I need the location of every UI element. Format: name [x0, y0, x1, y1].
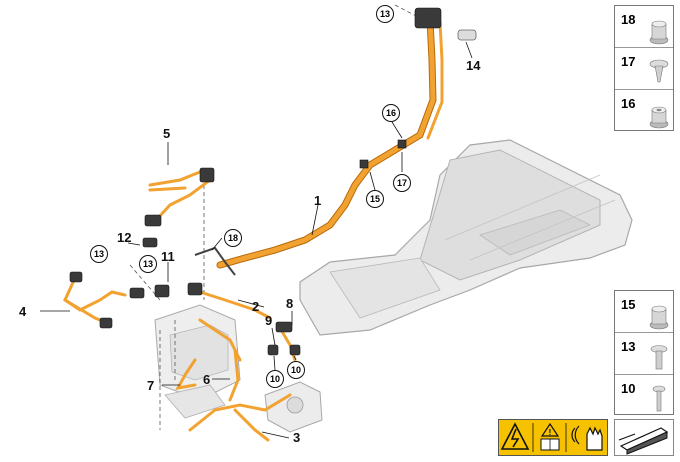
fastener-legend-top: 18 17 16 — [614, 5, 674, 131]
caution-icon — [540, 422, 560, 437]
flange-nut-icon — [649, 20, 669, 45]
circled-callout-10-b: 10 — [287, 361, 305, 379]
callout-8: 8 — [286, 296, 294, 311]
circled-callout-13-mid: 13 — [139, 255, 157, 273]
callout-5: 5 — [163, 126, 171, 141]
battery-housing — [299, 139, 633, 336]
legend-num: 10 — [621, 381, 636, 396]
callout-3: 3 — [293, 430, 301, 445]
callout-14: 14 — [466, 58, 481, 73]
glove-icon — [586, 426, 603, 451]
charger-unit — [154, 304, 241, 419]
connectors — [69, 7, 442, 356]
clip-14 — [457, 29, 477, 41]
callout-1: 1 — [314, 193, 322, 208]
circled-callout-15: 15 — [366, 190, 384, 208]
expanding-rivet-icon — [649, 59, 669, 83]
electric-shock-icon — [571, 425, 580, 445]
cable-harness-3 — [188, 393, 292, 442]
flange-nut-icon — [649, 305, 669, 330]
warning-icons: ! — [500, 422, 603, 452]
callout-9: 9 — [265, 313, 273, 328]
bracket-18 — [194, 246, 236, 276]
circled-callout-17: 17 — [393, 174, 411, 192]
svg-text:!: ! — [549, 428, 552, 437]
wedge-tool-icon — [618, 427, 669, 455]
legend-row-16: 16 — [615, 90, 673, 132]
screw-icon — [652, 385, 666, 412]
legend-row-15: 15 — [615, 291, 673, 333]
hex-nut-collar-icon — [649, 106, 669, 129]
circled-callout-10-a: 10 — [266, 370, 284, 388]
legend-row-18: 18 — [615, 6, 673, 48]
callout-6: 6 — [203, 372, 211, 387]
legend-num: 18 — [621, 12, 636, 27]
legend-num: 16 — [621, 96, 636, 111]
hv-cable-main — [216, 16, 444, 269]
cable-harness-4 — [63, 276, 127, 324]
callout-4: 4 — [19, 304, 27, 319]
screw-washer-icon — [650, 345, 668, 370]
special-tool-box — [614, 419, 674, 456]
callout-11: 11 — [161, 249, 175, 264]
hv-warning-symbols: ! — [498, 419, 608, 456]
power-electronics-box — [264, 381, 323, 433]
high-voltage-icon — [500, 422, 530, 450]
callout-7: 7 — [147, 378, 155, 393]
circled-callout-13-left: 13 — [90, 245, 108, 263]
circled-callout-16: 16 — [382, 104, 400, 122]
legend-num: 17 — [621, 54, 636, 69]
legend-row-10: 10 — [615, 375, 673, 416]
callout-12: 12 — [117, 230, 132, 245]
cable-harness-6-7 — [175, 348, 240, 402]
legend-row-17: 17 — [615, 48, 673, 90]
legend-num: 15 — [621, 297, 636, 312]
circled-callout-18: 18 — [224, 229, 242, 247]
leader-lines — [40, 41, 473, 439]
legend-row-13: 13 — [615, 333, 673, 375]
circled-callout-13-top: 13 — [376, 5, 394, 23]
fastener-legend-bottom: 15 13 10 — [614, 290, 674, 415]
callout-2: 2 — [252, 299, 260, 314]
legend-num: 13 — [621, 339, 636, 354]
